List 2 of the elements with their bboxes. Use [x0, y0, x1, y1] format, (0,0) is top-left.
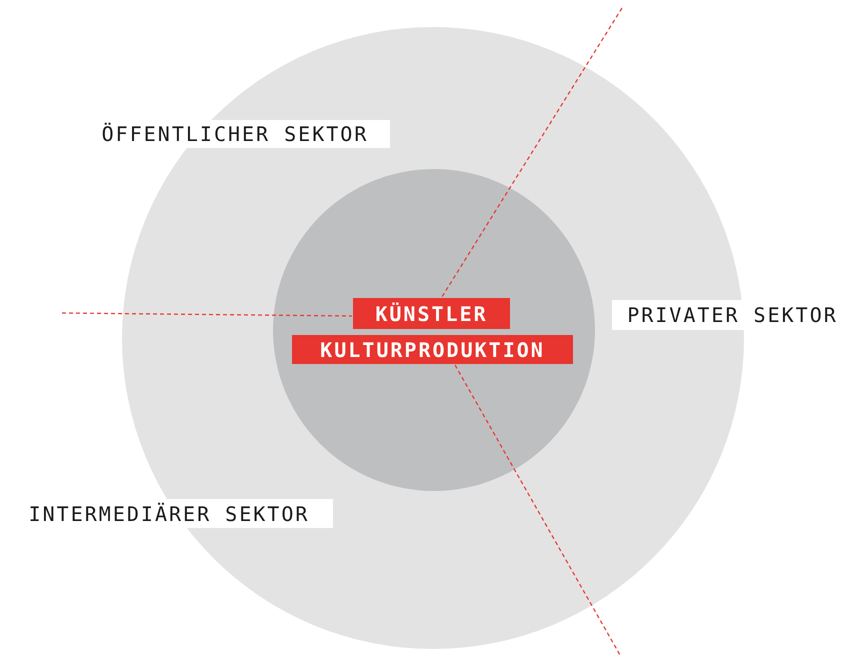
highlight-label: KÜNSTLER — [353, 298, 510, 329]
highlight-label: KULTURPRODUKTION — [292, 335, 573, 364]
